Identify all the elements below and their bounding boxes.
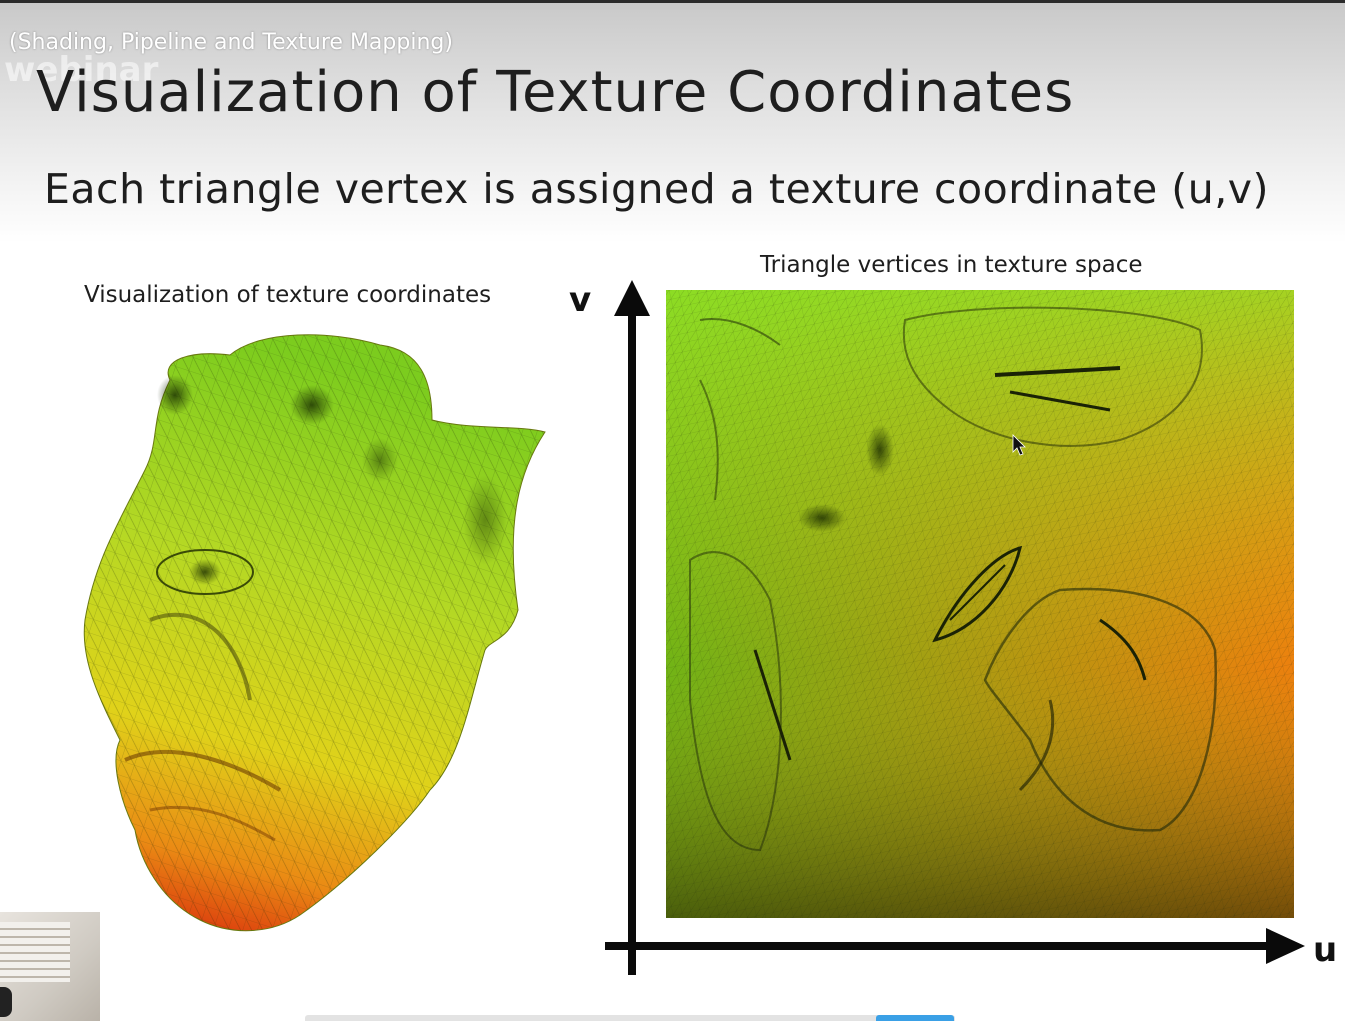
slide-subtitle: Each triangle vertex is assigned a textu…: [44, 165, 1269, 213]
axis-label-v: v: [569, 280, 592, 320]
arrow-up-icon: [614, 280, 650, 316]
video-progress-track[interactable]: [305, 1015, 955, 1021]
webcam-edge: [0, 987, 12, 1017]
video-progress-thumb[interactable]: [876, 1015, 954, 1021]
window-top-border: [0, 0, 1345, 3]
textured-head-mesh: [83, 334, 546, 932]
arrow-right-icon: [1266, 928, 1305, 964]
webcam-background: [0, 922, 70, 982]
left-figure-caption: Visualization of texture coordinates: [84, 282, 492, 308]
watermark: webinar: [4, 50, 159, 90]
webcam-thumbnail: [0, 912, 100, 1021]
slide-title: Visualization of Texture Coordinates: [36, 60, 1075, 125]
texture-space-plot: [666, 290, 1294, 918]
u-axis: [605, 928, 1305, 964]
axis-label-u: u: [1313, 930, 1338, 970]
video-title: (Shading, Pipeline and Texture Mapping): [9, 30, 453, 55]
mouse-cursor-icon: [1012, 434, 1026, 456]
slide-header-band: [0, 3, 1345, 243]
right-figure-caption: Triangle vertices in texture space: [760, 252, 1143, 278]
v-axis: [614, 280, 650, 975]
